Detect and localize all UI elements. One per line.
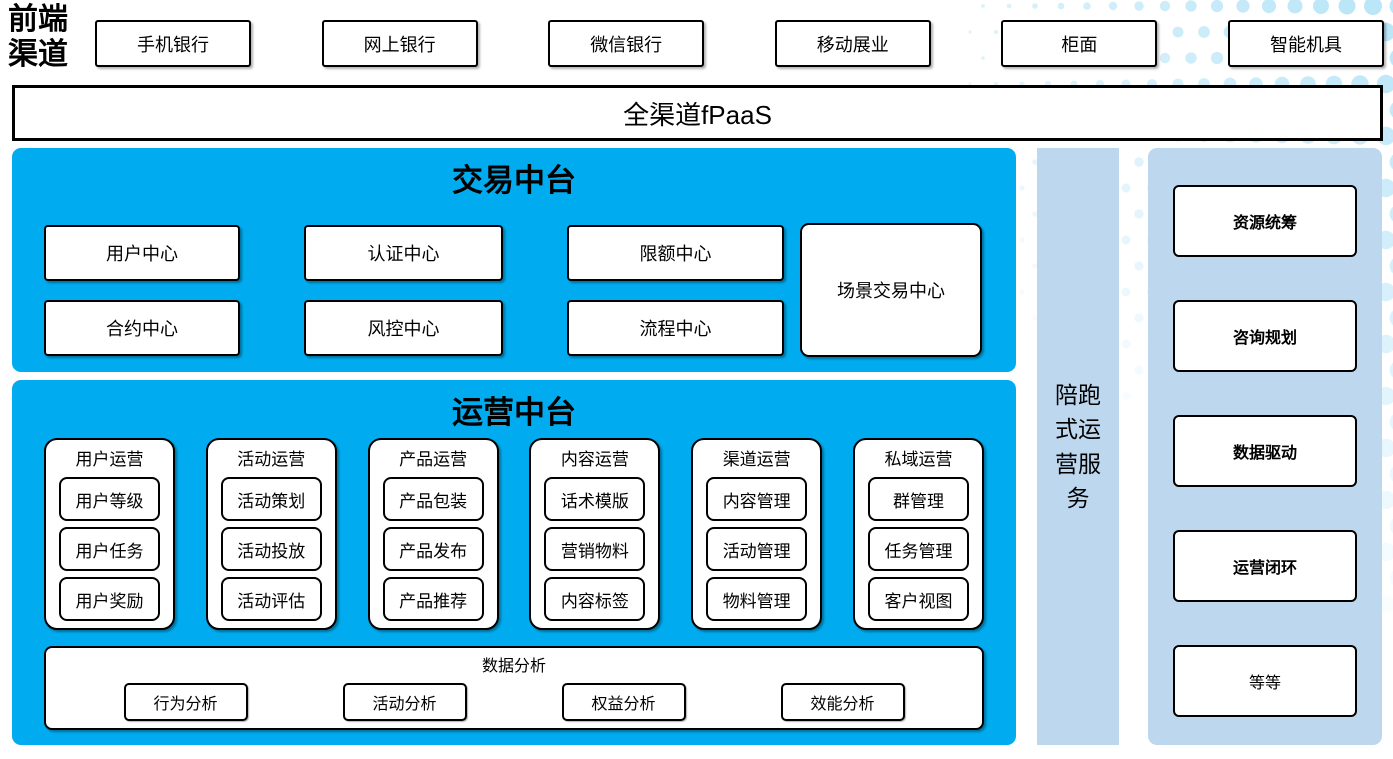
operations-column: 私域运营群管理任务管理客户视图 bbox=[852, 438, 984, 630]
operations-item-box: 产品包装 bbox=[382, 477, 484, 521]
operations-item-box: 活动投放 bbox=[220, 527, 322, 571]
fpaas-bar: 全渠道fPaaS bbox=[12, 85, 1383, 141]
channel-box: 微信银行 bbox=[548, 20, 705, 67]
scene-trading-center-label: 场景交易中心 bbox=[837, 281, 945, 301]
fpaas-bar-label: 全渠道fPaaS bbox=[623, 99, 772, 130]
trading-platform-panel: 交易中台 用户中心 认证中心 限额中心合约中心 风控中心 流程中心 场景交易中心 bbox=[12, 148, 1016, 372]
analysis-item-box: 活动分析 bbox=[342, 683, 467, 721]
operations-column-title: 活动运营 bbox=[237, 450, 306, 469]
analysis-item-box: 行为分析 bbox=[123, 683, 248, 721]
service-capability-panel: 资源统筹咨询规划数据驱动运营闭环等等 bbox=[1148, 148, 1382, 745]
operations-column-title: 渠道运营 bbox=[722, 450, 791, 469]
service-item-box: 咨询规划 bbox=[1173, 300, 1357, 372]
trading-center-box: 用户中心 bbox=[44, 225, 240, 281]
analysis-item-box: 权益分析 bbox=[561, 683, 686, 721]
trading-center-box: 认证中心 bbox=[304, 225, 503, 281]
data-analysis-box: 数据分析 行为分析 活动分析 权益分析 效能分析 bbox=[44, 646, 984, 730]
trading-center-box: 限额中心 bbox=[567, 225, 784, 281]
operations-column-title: 产品运营 bbox=[399, 450, 468, 469]
operations-item-box: 内容管理 bbox=[706, 477, 808, 521]
operations-column: 渠道运营内容管理活动管理物料管理 bbox=[691, 438, 823, 630]
trading-center-box: 风控中心 bbox=[304, 300, 503, 356]
service-item-box: 等等 bbox=[1173, 645, 1357, 717]
operations-item-box: 内容标签 bbox=[544, 577, 646, 621]
operations-column: 用户运营用户等级用户任务用户奖励 bbox=[44, 438, 175, 630]
trading-platform-title: 交易中台 bbox=[452, 163, 576, 198]
channel-box: 柜面 bbox=[1001, 20, 1158, 67]
channel-box: 智能机具 bbox=[1227, 20, 1384, 67]
service-item-box: 数据驱动 bbox=[1173, 415, 1357, 487]
operations-item-box: 活动评估 bbox=[220, 577, 322, 621]
operations-item-box: 物料管理 bbox=[706, 577, 808, 621]
operations-item-box: 群管理 bbox=[867, 477, 969, 521]
scene-trading-center-box: 场景交易中心 bbox=[800, 223, 982, 357]
operations-item-box: 客户视图 bbox=[867, 577, 969, 621]
trading-center-box: 合约中心 bbox=[44, 300, 240, 356]
operations-item-box: 用户等级 bbox=[59, 477, 160, 521]
frontend-channels-label: 前端渠道 bbox=[8, 3, 68, 72]
operations-item-box: 产品发布 bbox=[382, 527, 484, 571]
analysis-item-box: 效能分析 bbox=[780, 683, 905, 721]
operations-item-box: 产品推荐 bbox=[382, 577, 484, 621]
operations-column: 产品运营产品包装产品发布产品推荐 bbox=[367, 438, 499, 630]
operations-item-box: 活动策划 bbox=[220, 477, 322, 521]
operations-column: 内容运营话术模版营销物料内容标签 bbox=[529, 438, 661, 630]
channel-box: 移动展业 bbox=[774, 20, 931, 67]
channel-box: 手机银行 bbox=[95, 20, 251, 67]
operations-column-title: 私域运营 bbox=[884, 450, 953, 469]
operations-item-box: 任务管理 bbox=[867, 527, 969, 571]
operations-item-box: 营销物料 bbox=[544, 527, 646, 571]
operations-columns-row: 用户运营用户等级用户任务用户奖励活动运营活动策划活动投放活动评估产品运营产品包装… bbox=[44, 438, 984, 630]
channel-box: 网上银行 bbox=[321, 20, 478, 67]
operations-platform-title: 运营中台 bbox=[452, 395, 576, 430]
service-item-box: 资源统筹 bbox=[1173, 185, 1357, 257]
operations-item-box: 用户任务 bbox=[59, 527, 160, 571]
trading-centers-grid: 用户中心 认证中心 限额中心合约中心 风控中心 流程中心 bbox=[44, 225, 784, 356]
operations-column: 活动运营活动策划活动投放活动评估 bbox=[205, 438, 337, 630]
frontend-channels-row: 手机银行 网上银行 微信银行 移动展业 柜面 智能机具 bbox=[95, 20, 1384, 67]
companion-operation-service-label: 陪跑式运营服务 bbox=[1055, 381, 1101, 512]
operations-platform-panel: 运营中台 用户运营用户等级用户任务用户奖励活动运营活动策划活动投放活动评估产品运… bbox=[12, 380, 1016, 745]
operations-item-box: 活动管理 bbox=[706, 527, 808, 571]
service-item-box: 运营闭环 bbox=[1173, 530, 1357, 602]
operations-column-title: 用户运营 bbox=[75, 450, 144, 469]
data-analysis-title: 数据分析 bbox=[481, 658, 546, 675]
companion-operation-service-bar: 陪跑式运营服务 bbox=[1037, 148, 1119, 745]
data-analysis-items-row: 行为分析 活动分析 权益分析 效能分析 bbox=[46, 683, 982, 721]
operations-item-box: 话术模版 bbox=[544, 477, 646, 521]
operations-column-title: 内容运营 bbox=[560, 450, 629, 469]
operations-item-box: 用户奖励 bbox=[59, 577, 160, 621]
trading-center-box: 流程中心 bbox=[567, 300, 784, 356]
